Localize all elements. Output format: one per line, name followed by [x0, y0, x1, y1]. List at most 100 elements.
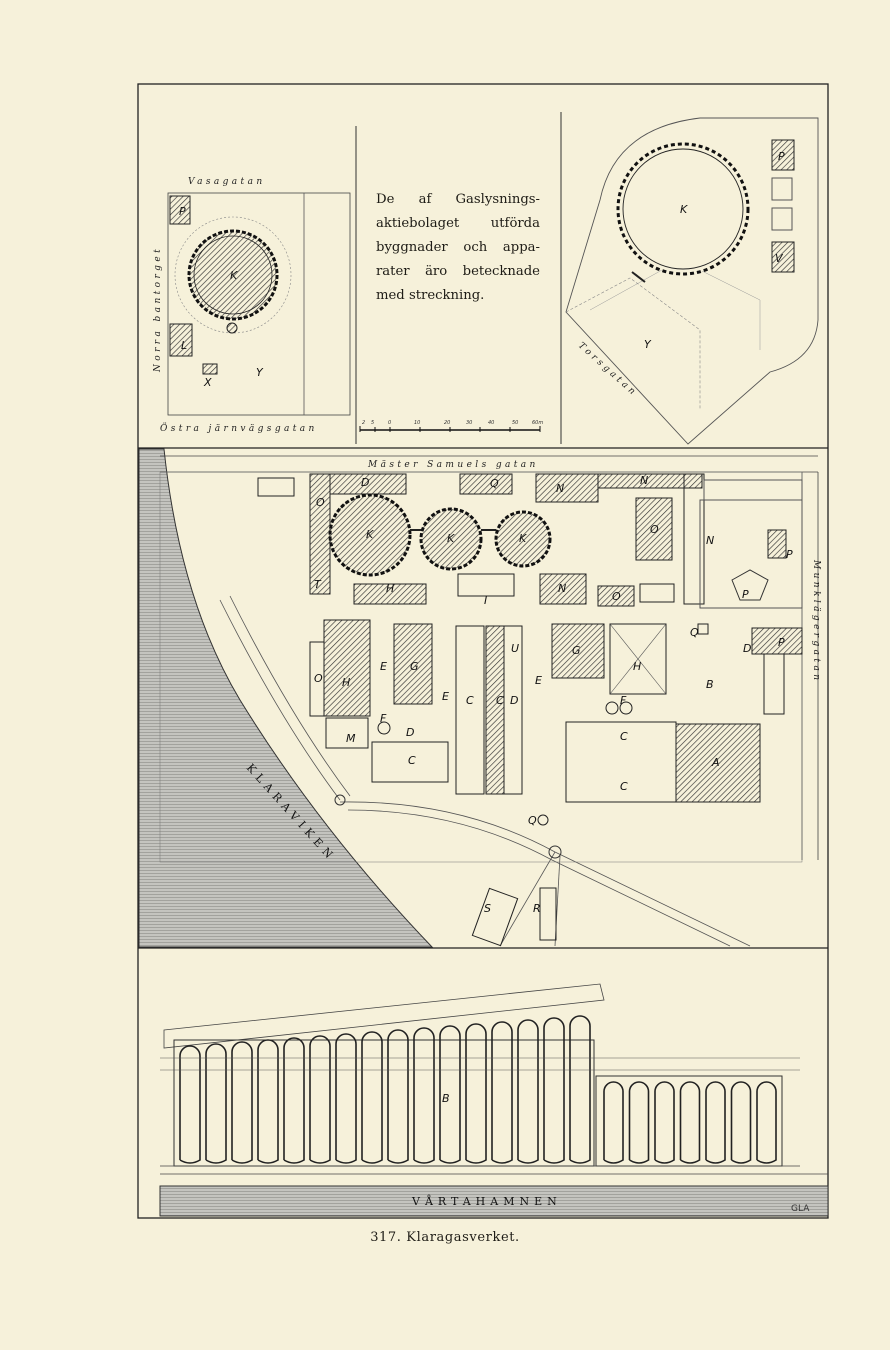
label-vartahamnen: VÅRTAHAMNEN [411, 1194, 562, 1208]
building-v-north-right [771, 241, 795, 273]
label-v-nr: V [775, 252, 784, 265]
label-main-2: N [640, 474, 648, 487]
label-main-6: K [447, 532, 455, 545]
label-l-nl: L [181, 339, 187, 352]
arch-bay [543, 1017, 565, 1164]
building-p-north-right [771, 139, 795, 171]
label-main-37: A [711, 756, 720, 769]
arch-bay [756, 1081, 777, 1164]
arch-bay [231, 1041, 253, 1164]
label-b-south: B [442, 1092, 450, 1105]
water-vartahamnen [159, 1185, 829, 1217]
gasholder-k3 [494, 510, 552, 568]
arch-bay [205, 1043, 227, 1164]
plate-frame [137, 83, 829, 1219]
label-main-26: O [314, 672, 323, 685]
scale-tick-5: 30 [466, 420, 472, 426]
gasholder-k1 [328, 493, 412, 577]
label-main-23: G [572, 644, 581, 657]
panel-north-left: Vasagatan Norra bantorget Östra järnvägs… [153, 126, 357, 444]
arch-bay [413, 1027, 435, 1164]
gasholder-k2 [419, 507, 483, 571]
engraver-signature: GLA [791, 1204, 810, 1214]
building-x-north-left [202, 363, 218, 375]
label-main-20: E [380, 660, 387, 673]
building-a [675, 723, 761, 803]
scale-tick-2: 0 [388, 420, 391, 426]
retort-arches [179, 1015, 777, 1164]
arch-bay [603, 1081, 624, 1164]
scale-tick-8: 60m [532, 420, 543, 426]
label-main-24: H [633, 660, 641, 673]
label-main-17: Q [690, 626, 699, 639]
scale-tick-3: 10 [414, 420, 420, 426]
building-t-strip [309, 473, 331, 595]
label-main-30: D [406, 726, 414, 739]
label-main-3: O [316, 496, 325, 509]
label-main-41: Q [528, 814, 537, 827]
label-main-7: K [519, 532, 527, 545]
label-main-29: F [380, 712, 387, 725]
gasholder-k-north-right [616, 142, 750, 276]
arch-bay [361, 1031, 383, 1164]
label-main-9: N [706, 534, 714, 547]
label-main-15: O [612, 590, 621, 603]
arch-bay [569, 1015, 591, 1164]
scale-tick-7: 50 [512, 420, 518, 426]
label-main-34: D [510, 694, 518, 707]
label-main-33: C [496, 694, 504, 707]
arch-bay [257, 1039, 279, 1164]
label-main-25: B [706, 678, 714, 691]
arch-bay [679, 1081, 701, 1164]
label-y-nr: Y [644, 338, 652, 351]
label-main-43: R [533, 902, 541, 915]
street-torsgatan: Torsgatan [576, 341, 639, 399]
label-p-nl: P [179, 205, 186, 218]
scale-tick-1: 5 [371, 420, 374, 426]
legend-note-text: De af Gaslysnings-aktiebolaget utförda b… [376, 192, 540, 303]
label-main-40: C [620, 780, 628, 793]
street-master-samuels-gatan: Mäster Samuels gatan [367, 460, 539, 470]
label-main-32: E [442, 690, 449, 703]
label-main-11: T [314, 578, 322, 591]
street-ostra-jarnvagsgatan: Östra järnvägsgatan [160, 422, 318, 434]
arch-bay [335, 1033, 357, 1164]
label-main-4: Q [490, 477, 499, 490]
street-vasagatan: Vasagatan [188, 177, 266, 187]
label-main-12: H [386, 582, 394, 595]
building-d-top [257, 477, 295, 497]
label-p-nr: P [778, 150, 785, 163]
caption-number: 317. [370, 1230, 402, 1245]
scale-bar: 2 5 0 10 20 30 40 50 60m [359, 420, 543, 432]
gasholder-k-north-left [187, 229, 279, 321]
label-main-10: P [786, 548, 793, 561]
panel-south: VÅRTAHAMNEN B [159, 983, 829, 1217]
label-main-5: K [366, 528, 374, 541]
scale-tick-4: 20 [444, 420, 450, 426]
label-main-16: P [742, 588, 749, 601]
arch-bay [491, 1021, 513, 1164]
arch-bay [628, 1081, 650, 1164]
label-main-31: C [466, 694, 474, 707]
legend-note: De af Gaslysnings-aktiebolaget utförda b… [376, 188, 540, 308]
building-p-north-left [169, 195, 191, 225]
arch-bay [387, 1029, 409, 1164]
arch-bay [179, 1045, 201, 1164]
label-main-21: G [410, 660, 419, 673]
arch-bay [517, 1019, 539, 1164]
label-main-19: P [778, 636, 785, 649]
scale-tick-0: 2 [362, 420, 365, 426]
label-main-1: N [556, 482, 564, 495]
arch-bay [730, 1081, 752, 1164]
arch-bay [705, 1081, 726, 1164]
street-munklagergatan: Munklägergatan [811, 559, 821, 683]
arch-bay [283, 1037, 305, 1164]
street-norra-bantorget: Norra bantorget [153, 246, 163, 373]
water-klaraviken [138, 448, 434, 948]
arch-bay [309, 1035, 331, 1164]
label-main-8: O [650, 523, 659, 536]
label-main-38: M [346, 732, 356, 745]
label-main-39: C [408, 754, 416, 767]
scale-tick-6: 40 [488, 420, 494, 426]
